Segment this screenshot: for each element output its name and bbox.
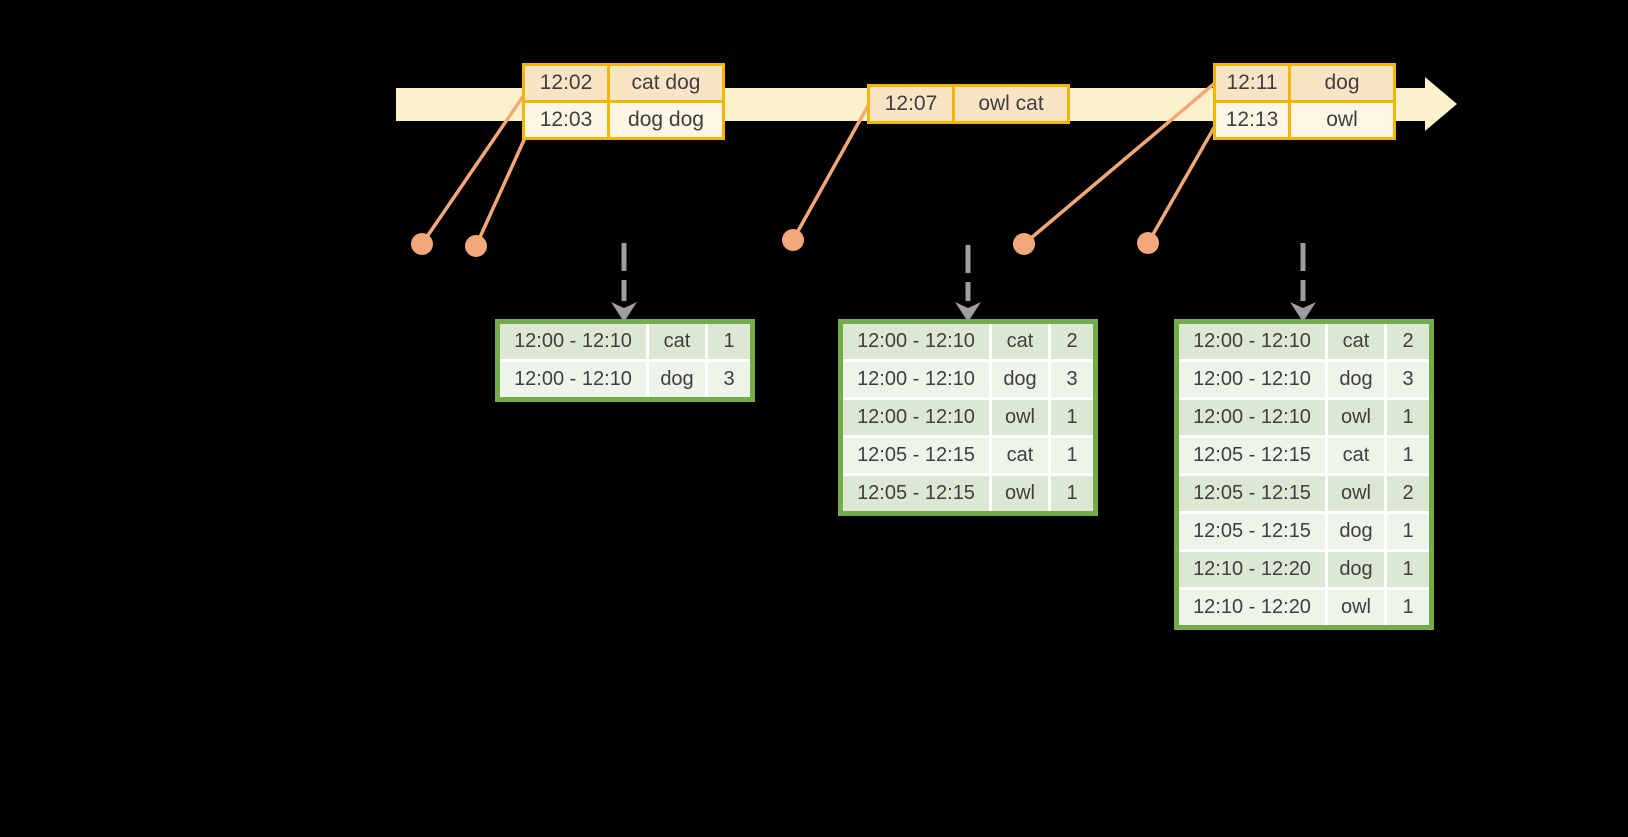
event-connector-line [1146, 124, 1217, 245]
words-cell: cat dog [610, 66, 722, 100]
word-cell: owl [1328, 590, 1384, 625]
count-cell: 1 [708, 324, 750, 359]
event-connector-line [474, 138, 526, 248]
window-cell: 12:05 - 12:15 [843, 476, 989, 511]
event-dot [1137, 232, 1159, 254]
word-cell: owl [992, 400, 1048, 435]
word-cell: cat [992, 324, 1048, 359]
word-cell: cat [1328, 324, 1384, 359]
window-cell: 12:00 - 12:10 [1179, 400, 1325, 435]
timeline-arrowhead-icon [1425, 77, 1457, 131]
word-cell: cat [992, 438, 1048, 473]
words-cell: dog [1291, 66, 1393, 100]
count-cell: 2 [1387, 476, 1429, 511]
event-dot [1013, 233, 1035, 255]
word-cell: dog [1328, 552, 1384, 587]
window-cell: 12:00 - 12:10 [843, 324, 989, 359]
window-cell: 12:05 - 12:15 [843, 438, 989, 473]
count-cell: 1 [1051, 476, 1093, 511]
time-cell: 12:02 [525, 66, 607, 100]
word-cell: dog [649, 362, 705, 397]
time-cell: 12:11 [1216, 66, 1288, 100]
word-cell: dog [1328, 514, 1384, 549]
count-cell: 2 [1051, 324, 1093, 359]
words-cell: owl [1291, 103, 1393, 137]
word-cell: owl [1328, 476, 1384, 511]
count-cell: 3 [708, 362, 750, 397]
window-cell: 12:10 - 12:20 [1179, 590, 1325, 625]
time-cell: 12:03 [525, 103, 607, 137]
count-cell: 1 [1387, 552, 1429, 587]
count-cell: 3 [1051, 362, 1093, 397]
word-cell: cat [649, 324, 705, 359]
count-cell: 1 [1387, 514, 1429, 549]
count-cell: 1 [1051, 400, 1093, 435]
window-cell: 12:00 - 12:10 [843, 362, 989, 397]
window-cell: 12:10 - 12:20 [1179, 552, 1325, 587]
event-dot [465, 235, 487, 257]
window-cell: 12:00 - 12:10 [843, 400, 989, 435]
word-cell: owl [1328, 400, 1384, 435]
window-cell: 12:00 - 12:10 [500, 324, 646, 359]
count-cell: 2 [1387, 324, 1429, 359]
window-cell: 12:00 - 12:10 [500, 362, 646, 397]
window-cell: 12:00 - 12:10 [1179, 324, 1325, 359]
window-cell: 12:05 - 12:15 [1179, 438, 1325, 473]
window-cell: 12:05 - 12:15 [1179, 476, 1325, 511]
time-cell: 12:07 [870, 87, 952, 121]
count-cell: 1 [1387, 438, 1429, 473]
word-cell: dog [1328, 362, 1384, 397]
time-cell: 12:13 [1216, 103, 1288, 137]
event-connector-line [791, 102, 871, 242]
event-dot [411, 233, 433, 255]
window-cell: 12:05 - 12:15 [1179, 514, 1325, 549]
count-cell: 1 [1387, 590, 1429, 625]
word-cell: owl [992, 476, 1048, 511]
words-cell: owl cat [955, 87, 1067, 121]
window-cell: 12:00 - 12:10 [1179, 362, 1325, 397]
word-cell: dog [992, 362, 1048, 397]
word-cell: cat [1328, 438, 1384, 473]
count-cell: 3 [1387, 362, 1429, 397]
count-cell: 1 [1387, 400, 1429, 435]
count-cell: 1 [1051, 438, 1093, 473]
event-dot [782, 229, 804, 251]
words-cell: dog dog [610, 103, 722, 137]
